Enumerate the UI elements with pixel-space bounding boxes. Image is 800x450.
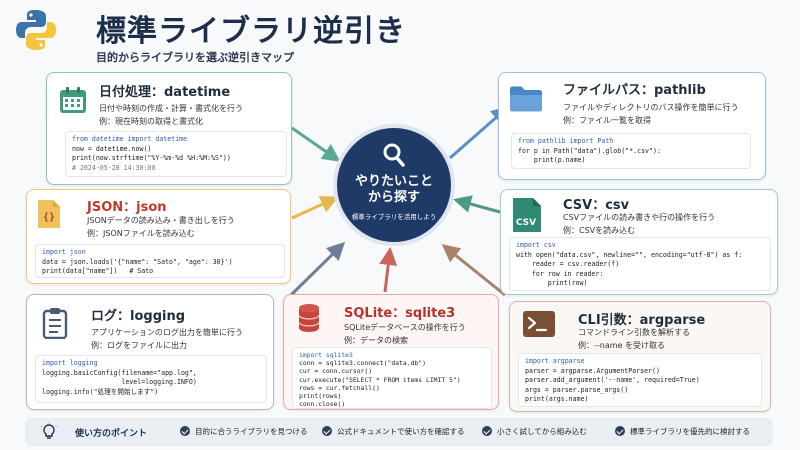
tips-footer: 使い方のポイント 目的に合うライブラリを見つける 公式ドキュメントで使い方を確認… <box>25 418 773 446</box>
tip-item: 目的に合うライブラリを見つける <box>195 427 308 436</box>
central-hub: やりたいことから探す 標準ライブラリを活用しよう <box>337 128 451 242</box>
argparse-example: 例：--name を受け取る <box>578 341 666 350</box>
tip-item: 標準ライブラリを優先的に検討する <box>630 427 750 436</box>
sqlite-example: 例：データの検索 <box>344 336 408 345</box>
argparse-card: CLI引数：argparse コマンドライン引数を解析する 例：--name を… <box>509 301 771 412</box>
arrow-logging <box>288 241 346 298</box>
datetime-card: 日付処理：datetime 日付や時刻の作成・計算・書式化を行う 例：現在時刻の… <box>46 72 292 185</box>
svg-text:CSV: CSV <box>516 218 536 228</box>
csv-title: CSV：csv <box>563 198 630 213</box>
tip-item: 公式ドキュメントで使い方を確認する <box>337 427 465 436</box>
arrow-datetime <box>291 126 341 162</box>
sqlite-desc: SQLiteデータベースの操作を行う <box>344 323 466 332</box>
arrow-sqlite <box>379 247 398 293</box>
argparse-code: import argparse parser = argparse.Argume… <box>518 353 762 407</box>
calendar-icon <box>60 87 86 113</box>
folder-icon <box>510 86 542 112</box>
argparse-title: CLI引数：argparse <box>578 313 706 328</box>
hub-subtitle: 標準ライブラリを活用しよう <box>351 213 437 221</box>
check-icon <box>615 426 625 436</box>
search-icon <box>383 143 405 167</box>
terminal-icon <box>523 311 555 337</box>
arrow-csv <box>453 195 501 214</box>
datetime-desc: 日付や時刻の作成・計算・書式化を行う <box>99 104 243 113</box>
check-icon <box>180 426 190 436</box>
sqlite-title: SQLite：sqlite3 <box>344 306 456 321</box>
logging-title: ログ：logging <box>91 309 186 324</box>
logging-code: import logging logging.basicConfig(filen… <box>35 355 267 403</box>
tips-heading: 使い方のポイント <box>75 429 148 439</box>
page-title: 標準ライブラリ逆引き <box>96 14 406 49</box>
svg-text:{}: {} <box>43 212 55 223</box>
logging-card: ログ：logging アプリケーションのログ出力を簡単に行う 例：ログをファイル… <box>26 294 274 410</box>
pathlib-code: from pathlib import Path for p in Path("… <box>511 133 751 169</box>
lightbulb-icon <box>40 422 58 439</box>
arrow-argparse <box>441 244 506 297</box>
python-logo-icon <box>16 10 56 50</box>
pathlib-desc: ファイルやディレクトリのパス操作を簡単に行う <box>563 103 739 112</box>
logging-example: 例：ログをファイルに出力 <box>91 341 187 350</box>
csv-file-icon: CSV <box>513 198 541 232</box>
sqlite-card: SQLite：sqlite3 SQLiteデータベースの操作を行う 例：データの… <box>283 294 499 410</box>
csv-example: 例：CSVを読み込む <box>563 226 636 235</box>
json-file-icon: {} <box>38 200 60 228</box>
logging-desc: アプリケーションのログ出力を簡単に行う <box>91 328 243 337</box>
json-desc: JSONデータの読み込み・書き出しを行う <box>87 216 235 225</box>
json-title: JSON：json <box>87 200 167 215</box>
hub-title: やりたいことから探す <box>354 174 433 205</box>
arrow-json <box>291 196 339 220</box>
tip-item: 小さく試してから組み込む <box>497 427 587 436</box>
json-card: {} JSON：json JSONデータの読み込み・書き出しを行う 例：JSON… <box>26 189 291 284</box>
check-icon <box>322 426 332 436</box>
csv-desc: CSVファイルの読み書きや行の操作を行う <box>563 213 716 222</box>
csv-code: import csv with open("data.csv", newline… <box>509 237 771 291</box>
page-subtitle: 目的からライブラリを選ぶ逆引きマップ <box>96 51 294 64</box>
json-example: 例：JSONファイルを読み込む <box>87 229 195 238</box>
datetime-code: from datetime import datetime now = date… <box>65 131 287 177</box>
check-icon <box>482 426 492 436</box>
pathlib-title: ファイルパス：pathlib <box>563 83 706 98</box>
argparse-desc: コマンドライン引数を解析する <box>578 328 690 337</box>
datetime-title: 日付処理：datetime <box>99 85 231 100</box>
pathlib-example: 例：ファイル一覧を取得 <box>563 116 651 125</box>
csv-card: CSV CSV：csv CSVファイルの読み書きや行の操作を行う 例：CSVを読… <box>500 189 778 295</box>
clipboard-icon <box>42 308 68 339</box>
pathlib-card: ファイルパス：pathlib ファイルやディレクトリのパス操作を簡単に行う 例：… <box>498 72 766 180</box>
json-code: import json data = json.loads('{"name": … <box>35 244 285 278</box>
datetime-example: 例：現在時刻の取得と書式化 <box>99 117 203 126</box>
sqlite-code: import sqlite3 conn = sqlite3.connect("d… <box>292 347 492 409</box>
database-icon <box>298 304 320 332</box>
